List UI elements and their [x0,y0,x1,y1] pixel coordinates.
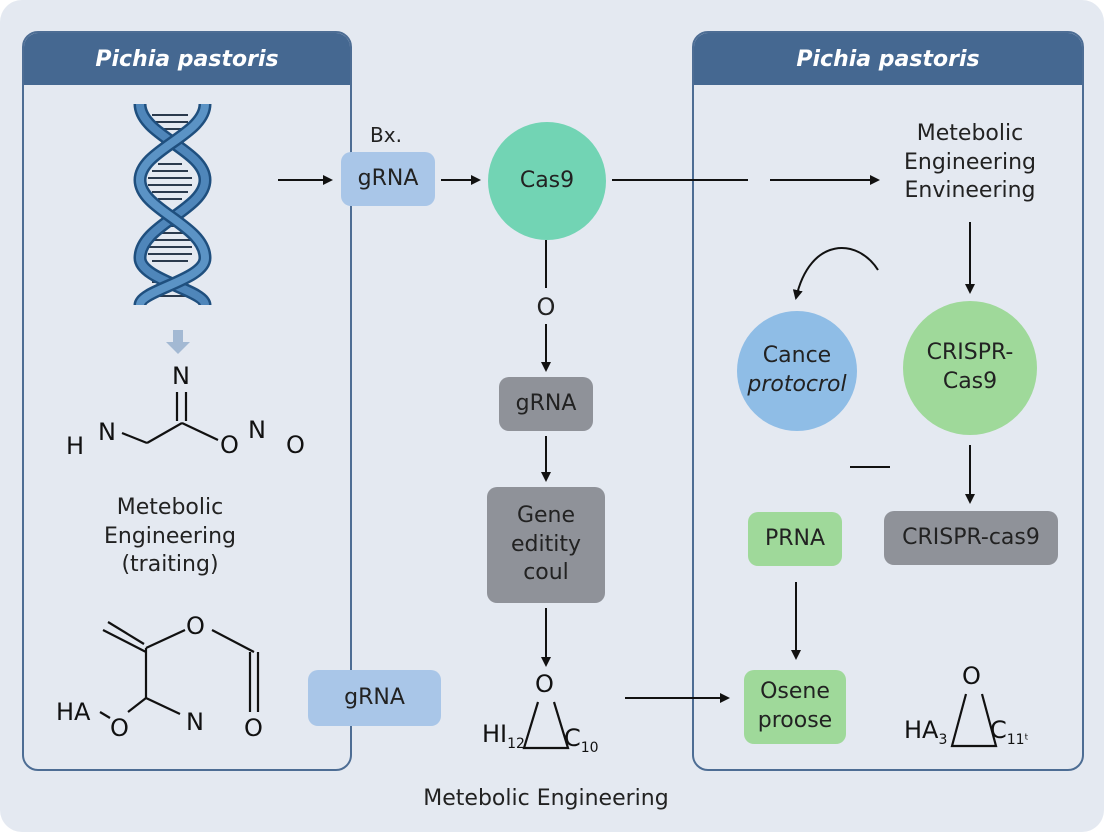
mol2-o-left: O [110,714,129,742]
mol2-o-top: O [186,612,205,640]
right-formula-c-sub: 11 [1006,732,1025,748]
mol1-n-top: N [172,362,190,390]
gene-editing-box: Gene editity coul [487,487,605,603]
mol2-n-bottom: N [186,708,204,736]
down-arrow-icon [166,330,190,354]
left-metabolic-text: Metebolic Engineering (traiting) [104,495,236,578]
center-formula-bond [522,701,570,750]
right-formula-c: C11ᵗ [990,716,1029,747]
molecule-2-bonds [99,621,260,719]
right-formula-bond [950,693,998,748]
grna-top-box: gRNA [341,152,435,206]
center-formula-h-symbol: HI [482,720,508,748]
right-formula-o: O [962,662,981,690]
curved-arrow-to-cancer [792,247,879,300]
center-formula-c: C10 [564,724,599,755]
grna-mid-box: gRNA [499,377,593,431]
dna-helix-icon [133,102,212,308]
cancer-protocol-circle: Cance protocrol [737,311,857,431]
cancer-circle-line2: protocrol [747,372,847,397]
o-stem-label: O [536,293,556,321]
right-metabolic-text: Metebolic Engineering Envineering [904,121,1036,204]
mol1-n-left: N [98,418,116,446]
center-formula-h-sub: 12 [507,736,525,752]
center-formula-c-symbol: C [564,724,581,752]
footer-caption: Metebolic Engineering [423,786,669,811]
right-panel-header: Pichia pastoris [694,33,1082,85]
right-formula-h: HA3 [904,716,947,747]
prna-box: PRNA [748,512,842,566]
crispr-cas9-box: CRISPR-cas9 [884,511,1058,565]
mol1-o-far: O [286,431,305,459]
right-formula-h-sub: 3 [938,732,948,748]
osene-proose-box: Osene proose [744,670,846,744]
mol2-o-bottom-right: O [244,714,263,742]
molecule-1-bonds [121,392,219,445]
center-formula-o: O [535,670,554,698]
center-formula-c-sub: 10 [580,740,599,756]
mol1-n-right: N [248,416,266,444]
center-formula-h: HI12 [482,720,525,751]
mol2-ha: HA [56,698,91,726]
bx-label: Bx. [370,123,402,147]
right-formula-h-symbol: HA [904,716,939,744]
cas9-circle: Cas9 [488,122,606,240]
grna-bottom-box: gRNA [308,670,441,726]
cancer-circle-line1: Cance [762,343,832,369]
right-formula-c-symbol: C [990,716,1007,744]
crispr-cas9-circle: CRISPR- Cas9 [903,301,1037,435]
right-formula-c-mark: ᵗ [1024,732,1029,748]
left-panel-header: Pichia pastoris [24,33,350,85]
mol1-h: H [66,432,85,460]
mol1-o-right: O [220,431,239,459]
